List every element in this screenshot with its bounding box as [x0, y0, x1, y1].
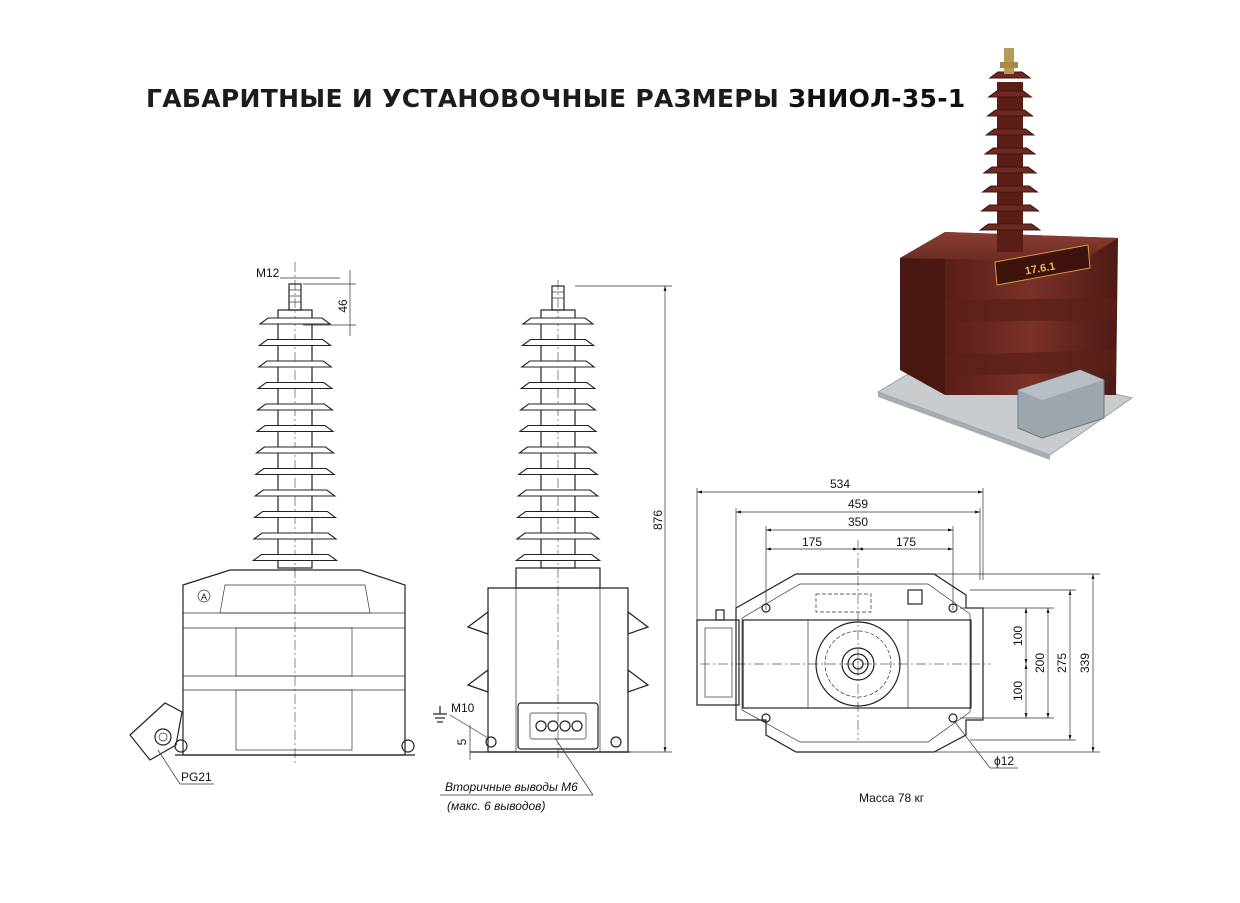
- insulator-shed: [988, 71, 1032, 79]
- insulator-shed: [515, 532, 601, 540]
- insulator-shed: [521, 317, 595, 325]
- insulator-shed: [982, 166, 1038, 174]
- front-view: M12 46 A PG21: [129, 262, 415, 785]
- plan-view: 534 459 350 175 175: [696, 477, 1100, 805]
- insulator-shed: [979, 204, 1041, 212]
- page-title: ГАБАРИТНЫЕ И УСТАНОВОЧНЫЕ РАЗМЕРЫ ЗНИОЛ-…: [146, 84, 966, 113]
- dim-46: 46: [336, 299, 350, 313]
- insulator-shed: [253, 489, 337, 497]
- terminals-note-1: Вторичные выводы М6: [445, 780, 578, 794]
- dim-350: 350: [848, 515, 868, 529]
- marker-a: A: [201, 592, 207, 602]
- insulator-shed: [514, 553, 602, 562]
- dim-175-right: 175: [896, 535, 916, 549]
- insulator-shed: [520, 338, 596, 347]
- insulator-shed: [516, 489, 600, 497]
- insulator-shed: [520, 360, 596, 368]
- insulator-shed: [515, 510, 601, 519]
- gland-label: PG21: [181, 770, 212, 784]
- side-view: 876 M10 5 Вторичные выводы М6 (макс. 6 в…: [433, 280, 672, 813]
- insulator-shed: [981, 185, 1039, 193]
- insulator-shed: [255, 403, 335, 411]
- insulator-shed: [256, 381, 334, 390]
- insulator-shed: [254, 446, 336, 454]
- ground-label: M10: [451, 701, 475, 715]
- insulator-shed: [983, 147, 1037, 155]
- insulator-shed: [987, 90, 1033, 98]
- dim-175-left: 175: [802, 535, 822, 549]
- insulator-shed: [257, 360, 333, 368]
- thread-label: M12: [256, 266, 280, 280]
- insulator-shed: [252, 510, 338, 519]
- insulator-shed: [251, 553, 339, 562]
- dim-459: 459: [848, 497, 868, 511]
- insulator-shed: [258, 317, 332, 325]
- insulator-shed: [254, 467, 336, 476]
- dim-534: 534: [830, 477, 850, 491]
- insulator-shed: [985, 109, 1035, 117]
- insulator-shed: [517, 467, 599, 476]
- dim-339: 339: [1078, 653, 1092, 673]
- photo-plate-text: 17.6.1: [1024, 260, 1056, 277]
- dim-100-bottom: 100: [1011, 681, 1025, 701]
- insulator-shed: [255, 424, 335, 433]
- insulator-shed: [517, 446, 599, 454]
- terminals-note-2: (макс. 6 выводов): [447, 799, 545, 813]
- insulator-shed: [252, 532, 338, 540]
- dim-876: 876: [651, 510, 665, 530]
- dim-5: 5: [455, 738, 469, 745]
- side-insulator-sheds: [514, 317, 602, 562]
- insulator-shed: [257, 338, 333, 347]
- dim-100-top: 100: [1011, 626, 1025, 646]
- mass-label: Масса 78 кг: [859, 791, 925, 805]
- insulator-shed: [518, 403, 598, 411]
- dim-275: 275: [1055, 653, 1069, 673]
- title-main: ГАБАРИТНЫЕ И УСТАНОВОЧНЫЕ РАЗМЕРЫ: [146, 84, 780, 113]
- insulator-shed: [519, 381, 597, 390]
- title-model: ЗНИОЛ-35-1: [788, 84, 966, 113]
- insulator-shed: [984, 128, 1036, 136]
- product-photo: 17.6.1: [876, 48, 1134, 460]
- hole-dim: ϕ12: [994, 754, 1014, 768]
- insulator-shed: [518, 424, 598, 433]
- dim-200: 200: [1033, 653, 1047, 673]
- insulator-shed: [978, 223, 1042, 231]
